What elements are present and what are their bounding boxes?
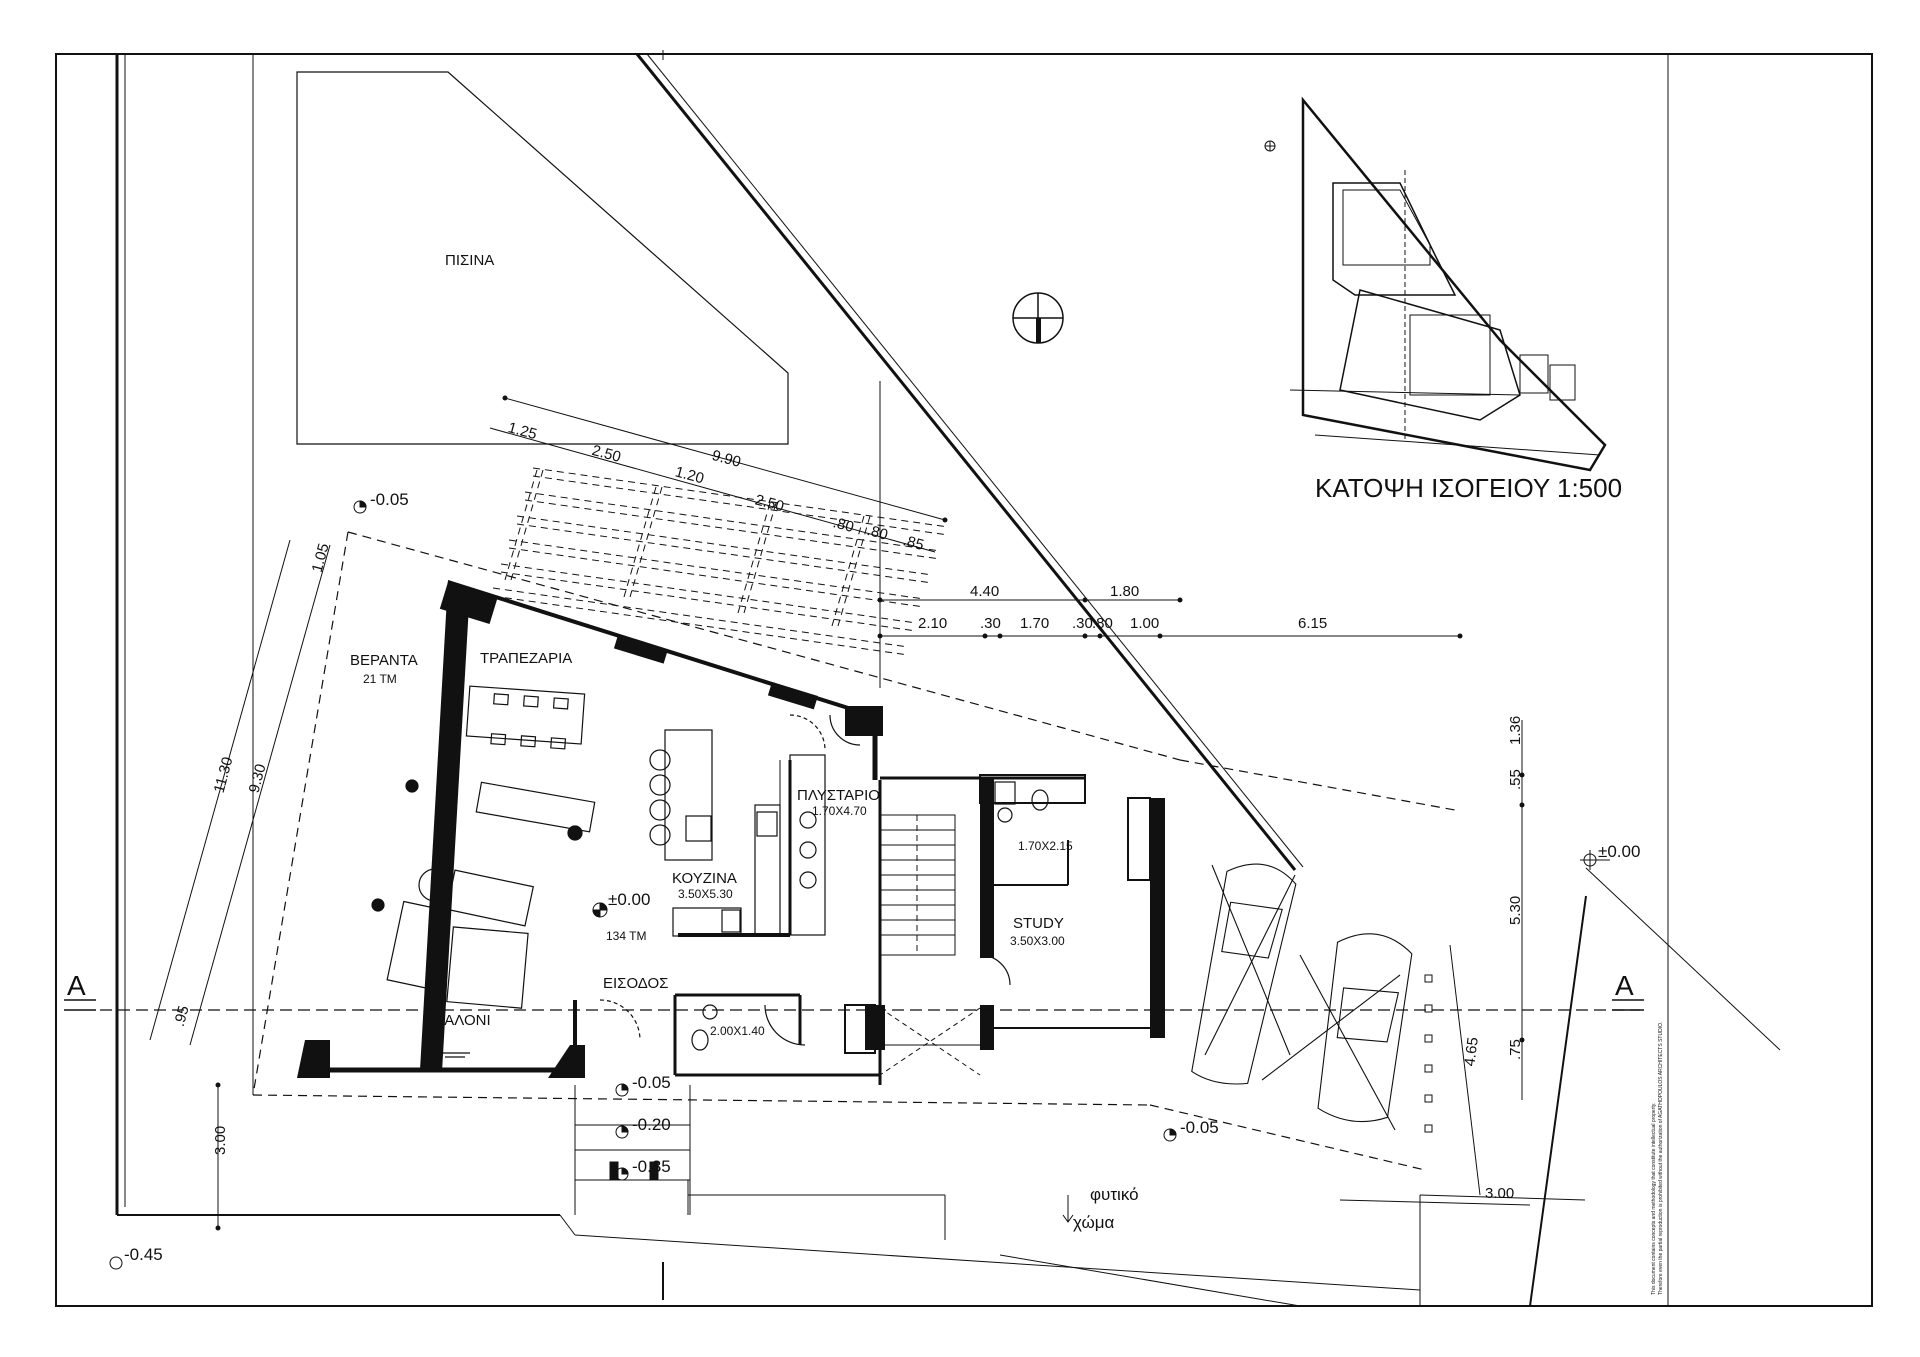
dim-left-1: 1.05 bbox=[309, 542, 333, 575]
dim-left-4: .95 bbox=[171, 1004, 193, 1029]
mini-site-plan bbox=[1289, 96, 1607, 472]
planting-label-1: φυτικό bbox=[1090, 1185, 1139, 1204]
dim-top-4: .30 bbox=[980, 615, 1001, 632]
staircase bbox=[879, 814, 981, 1076]
sheet-border bbox=[55, 53, 1873, 1307]
car-1 bbox=[1191, 863, 1297, 1085]
dim-top-8: 1.00 bbox=[1130, 615, 1159, 632]
dim-pergola-8: .85 bbox=[901, 532, 926, 554]
dim-top-6: .30 bbox=[1072, 615, 1093, 632]
main-area: 134 ΤΜ bbox=[606, 929, 646, 943]
study-size: 3.50Χ3.00 bbox=[1010, 934, 1065, 948]
veranda-area: 21 ΤΜ bbox=[363, 672, 397, 686]
kitchen-island bbox=[649, 729, 826, 937]
car-2 bbox=[1261, 933, 1413, 1131]
dim-left-2: 11.30 bbox=[211, 755, 237, 795]
drawing-title: ΚΑΤΟΨΗ ΙΣΟΓΕΙΟΥ 1:500 bbox=[1315, 473, 1622, 503]
dimension-lines bbox=[149, 397, 1610, 1228]
level-east: ±0.00 bbox=[1598, 842, 1640, 861]
level-entry-2: -0.20 bbox=[632, 1115, 671, 1134]
dim-right-2: .55 bbox=[1507, 769, 1524, 790]
dim-top-2: 1.80 bbox=[1110, 583, 1139, 600]
laundry-label: ΠΛΥΣΤΑΡΙΟ bbox=[797, 787, 880, 804]
dim-top-5: 1.70 bbox=[1020, 615, 1049, 632]
entrance-steps bbox=[574, 1085, 691, 1215]
level-veranda: -0.05 bbox=[370, 490, 409, 509]
level-entry-1: -0.05 bbox=[632, 1073, 671, 1092]
pool-label: ΠΙΣΙΝΑ bbox=[445, 252, 494, 269]
dim-pergola-3: 9.90 bbox=[710, 447, 743, 471]
dimension-ticks bbox=[215, 395, 1525, 1231]
house-walls bbox=[297, 580, 1165, 1085]
level-main: ±0.00 bbox=[608, 890, 650, 909]
laundry-size: 1.70Χ4.70 bbox=[812, 804, 867, 818]
section-label-left: A bbox=[67, 970, 86, 1001]
dim-left-3: 9.30 bbox=[246, 762, 270, 795]
pool bbox=[296, 71, 789, 445]
kitchen-label: ΚΟΥΖΙΝΑ bbox=[672, 870, 737, 887]
dim-pergola-5: 2.50 bbox=[753, 491, 786, 515]
section-marker-left bbox=[64, 999, 96, 1011]
kitchen-size: 3.50Χ5.30 bbox=[678, 887, 733, 901]
section-label-right: A bbox=[1615, 970, 1634, 1001]
level-marker-icons bbox=[109, 500, 1597, 1270]
section-marker-right bbox=[1612, 999, 1644, 1011]
dim-parking-front: 3.00 bbox=[1485, 1185, 1514, 1202]
dim-pergola-1: 1.25 bbox=[506, 419, 539, 443]
dim-pergola-6: .80 bbox=[831, 514, 856, 536]
study-label: STUDY bbox=[1013, 915, 1064, 932]
dim-front-left: 3.00 bbox=[212, 1126, 229, 1155]
mini-compass-icon bbox=[1264, 140, 1276, 152]
dim-top-1: 4.40 bbox=[970, 583, 999, 600]
planting-label-2: χώμα bbox=[1073, 1213, 1115, 1232]
dim-right-1: 1.36 bbox=[1507, 716, 1524, 745]
dim-pergola-7: .80 bbox=[865, 522, 890, 544]
dim-pergola-2: 2.50 bbox=[590, 442, 623, 466]
guest-wc-size: 2.00Χ1.40 bbox=[710, 1024, 765, 1038]
dim-top-9: 6.15 bbox=[1298, 615, 1327, 632]
wc-size: 1.70Χ2.15 bbox=[1018, 839, 1073, 853]
entrance-label: ΕΙΣΟΔΟΣ bbox=[603, 975, 668, 992]
dining-table bbox=[371, 685, 586, 912]
veranda-label: ΒΕΡΑΝΤΑ bbox=[350, 652, 418, 669]
living-label: ΣΑΛΟΝΙ bbox=[435, 1012, 491, 1029]
parking-bollards bbox=[1424, 974, 1433, 1133]
level-parking: -0.05 bbox=[1180, 1118, 1219, 1137]
dim-top-7: .80 bbox=[1092, 615, 1113, 632]
living-furniture bbox=[386, 781, 596, 1058]
sanitary-fixtures bbox=[599, 714, 1049, 1051]
level-entry-3: -0.35 bbox=[632, 1157, 671, 1176]
dim-pergola-4: 1.20 bbox=[673, 463, 706, 487]
veranda-outline bbox=[252, 531, 1456, 1171]
dim-right-5: 4.65 bbox=[1461, 1036, 1481, 1067]
plot-boundary bbox=[115, 53, 1781, 1307]
dining-label: ΤΡΑΠΕΖΑΡΙΑ bbox=[480, 650, 572, 667]
legal-note-line-1: This document contains concepts and meth… bbox=[1651, 1103, 1657, 1295]
dim-right-3: 5.30 bbox=[1507, 896, 1524, 925]
north-arrow-icon bbox=[1012, 292, 1064, 344]
planting-arrow-icon bbox=[1062, 1195, 1074, 1223]
level-street: -0.45 bbox=[124, 1245, 163, 1264]
legal-note-line-2: Therefore even the partial reproduction … bbox=[1658, 1022, 1664, 1295]
dim-right-4: .75 bbox=[1507, 1039, 1524, 1060]
dim-top-3: 2.10 bbox=[918, 615, 947, 632]
